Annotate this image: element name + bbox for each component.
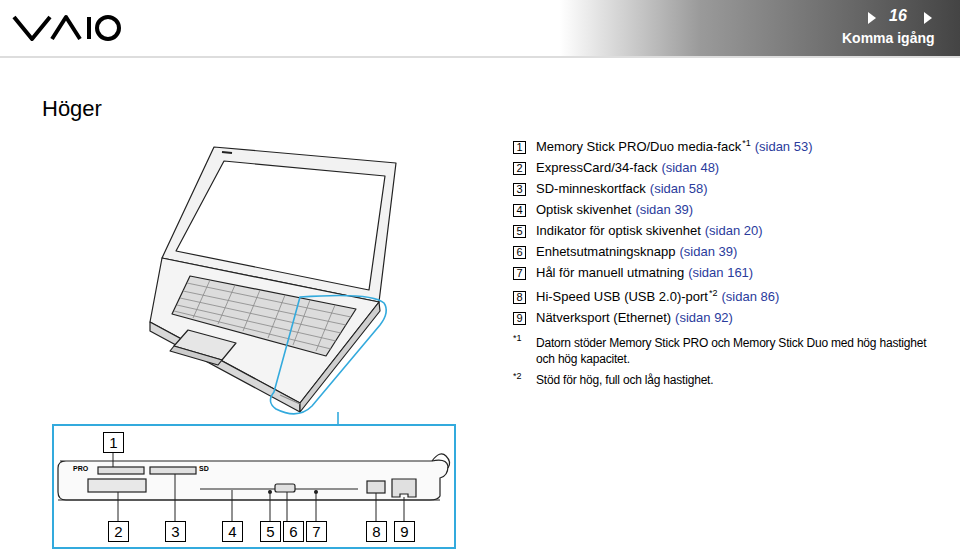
callout-number: 2 xyxy=(114,524,122,539)
callout-number: 7 xyxy=(312,524,320,539)
part-name: Nätverksport (Ethernet) xyxy=(536,310,671,325)
page-reference: (sidan 53) xyxy=(755,139,813,154)
part-name: Enhetsutmatningsknapp xyxy=(536,244,675,259)
list-row: Indikator för optisk skivenhet (sidan 20) xyxy=(536,223,763,238)
list-number: 8 xyxy=(516,292,522,303)
list-number: 9 xyxy=(516,313,522,324)
footnote-mark: *2 xyxy=(709,288,718,298)
header-band xyxy=(560,0,960,56)
callout-number-box: 4 xyxy=(222,521,243,542)
slot-marking: SD xyxy=(199,465,209,472)
callout-number-box: 8 xyxy=(366,521,387,542)
list-number-box: 9 xyxy=(513,312,526,325)
list-number: 3 xyxy=(516,184,522,195)
highlight-link xyxy=(337,412,339,425)
list-number-box: 4 xyxy=(513,204,526,217)
list-number: 6 xyxy=(516,247,522,258)
part-name: Optisk skivenhet xyxy=(536,202,631,217)
list-row: Enhetsutmatningsknapp (sidan 39) xyxy=(536,244,737,259)
list-row: Memory Stick PRO/Duo media-fack*1 (sidan … xyxy=(536,139,813,154)
callout-number: 4 xyxy=(228,524,236,539)
callout-number-box: 5 xyxy=(260,521,281,542)
callout-number: 9 xyxy=(400,524,408,539)
footnote-mark: *1 xyxy=(513,333,522,343)
list-number-box: 6 xyxy=(513,246,526,259)
detail-frame xyxy=(53,425,455,548)
list-row: SD-minneskortfack (sidan 58) xyxy=(536,181,708,196)
laptop-illustration xyxy=(150,147,396,412)
page-title: Höger xyxy=(42,96,102,122)
list-number: 2 xyxy=(516,163,522,174)
footnote-mark: *1 xyxy=(742,138,751,148)
brand-logo xyxy=(14,17,119,39)
list-number: 5 xyxy=(516,226,522,237)
page-reference: (sidan 58) xyxy=(650,181,708,196)
highlight-outline xyxy=(270,295,386,413)
page-number: 16 xyxy=(889,7,907,25)
list-row: Hål för manuell utmatning (sidan 161) xyxy=(536,265,753,280)
list-row: Optisk skivenhet (sidan 39) xyxy=(536,202,693,217)
part-name: Memory Stick PRO/Duo media-fack xyxy=(536,139,741,154)
callout-number: 3 xyxy=(171,524,179,539)
list-number-box: 8 xyxy=(513,291,526,304)
list-number: 7 xyxy=(516,268,522,279)
list-number-box: 2 xyxy=(513,162,526,175)
part-name: Hi-Speed USB (USB 2.0)-port xyxy=(536,289,708,304)
side-view xyxy=(58,454,450,500)
footnote-text: Datorn stöder Memory Stick PRO och Memor… xyxy=(536,335,946,367)
page-reference: (sidan 39) xyxy=(635,202,693,217)
footnote-text: Stöd för hög, full och låg hastighet. xyxy=(536,373,713,387)
header-rule xyxy=(0,57,960,58)
callout-number: 6 xyxy=(289,524,297,539)
list-row: Hi-Speed USB (USB 2.0)-port*2(sidan 86) xyxy=(536,289,779,304)
callout-number-box: 6 xyxy=(283,521,304,542)
list-number-box: 1 xyxy=(513,141,526,154)
list-row: Nätverksport (Ethernet) (sidan 92) xyxy=(536,310,733,325)
list-number-box: 3 xyxy=(513,183,526,196)
page-reference: (sidan 86) xyxy=(721,289,779,304)
callout-number-box: 9 xyxy=(394,521,415,542)
slot-marking: PRO xyxy=(73,465,88,472)
section-name: Komma igång xyxy=(842,30,935,46)
list-number: 4 xyxy=(516,205,522,216)
callout-number-box: 7 xyxy=(306,521,327,542)
list-number: 1 xyxy=(516,142,522,153)
part-name: Indikator för optisk skivenhet xyxy=(536,223,701,238)
part-name: SD-minneskortfack xyxy=(536,181,646,196)
callout-number: 5 xyxy=(266,524,274,539)
leader-lines xyxy=(113,453,404,521)
part-name: Hål för manuell utmatning xyxy=(536,265,684,280)
list-number-box: 7 xyxy=(513,267,526,280)
list-row: ExpressCard/34-fack (sidan 48) xyxy=(536,160,719,175)
footnote-mark: *2 xyxy=(513,371,522,381)
callout-number-box: 2 xyxy=(108,521,129,542)
callout-number: 1 xyxy=(109,435,117,450)
page-reference: (sidan 20) xyxy=(705,223,763,238)
callout-number-box: 1 xyxy=(103,432,124,453)
list-number-box: 5 xyxy=(513,225,526,238)
callout-number-box: 3 xyxy=(165,521,186,542)
part-name: ExpressCard/34-fack xyxy=(536,160,657,175)
page-reference: (sidan 39) xyxy=(679,244,737,259)
page-reference: (sidan 48) xyxy=(661,160,719,175)
page-reference: (sidan 161) xyxy=(688,265,753,280)
page-reference: (sidan 92) xyxy=(675,310,733,325)
callout-number: 8 xyxy=(372,524,380,539)
